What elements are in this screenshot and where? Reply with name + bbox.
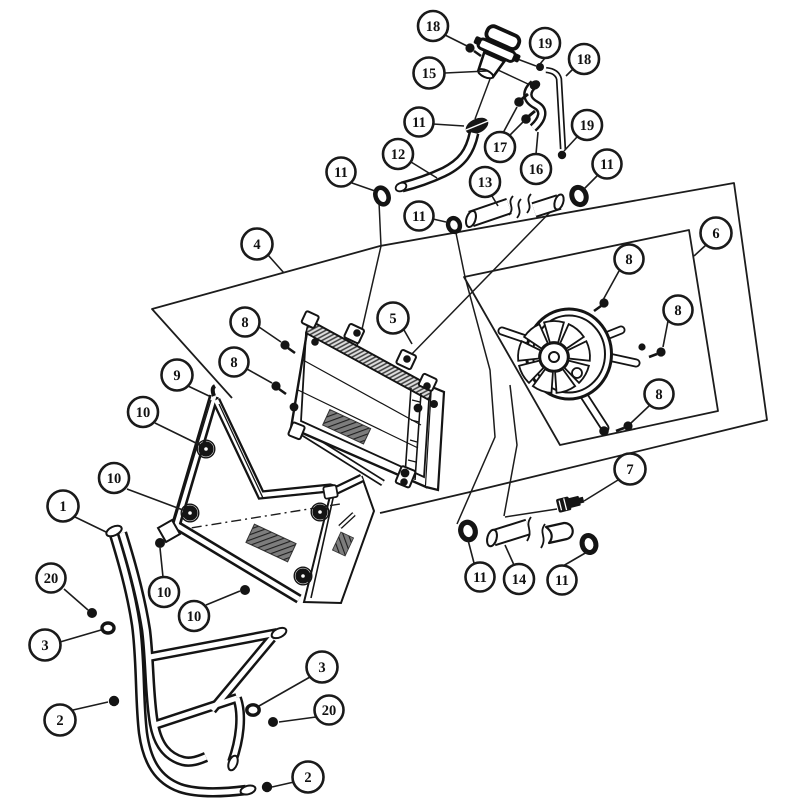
svg-text:10: 10 <box>136 405 151 421</box>
svg-text:18: 18 <box>426 19 441 35</box>
svg-text:8: 8 <box>230 355 237 371</box>
svg-text:11: 11 <box>412 115 426 131</box>
svg-text:11: 11 <box>334 165 348 181</box>
svg-text:16: 16 <box>529 162 544 178</box>
svg-text:20: 20 <box>322 703 337 719</box>
svg-text:11: 11 <box>555 573 569 589</box>
svg-text:13: 13 <box>478 175 493 191</box>
svg-text:11: 11 <box>412 209 426 225</box>
svg-text:8: 8 <box>655 387 662 403</box>
svg-text:3: 3 <box>41 638 48 654</box>
svg-text:19: 19 <box>538 36 553 52</box>
svg-text:8: 8 <box>241 315 248 331</box>
svg-text:6: 6 <box>712 226 719 242</box>
svg-text:9: 9 <box>173 368 180 384</box>
svg-text:20: 20 <box>44 571 59 587</box>
svg-text:11: 11 <box>600 157 614 173</box>
svg-text:8: 8 <box>625 252 632 268</box>
svg-text:12: 12 <box>391 147 406 163</box>
svg-text:10: 10 <box>187 609 202 625</box>
svg-text:19: 19 <box>580 118 595 134</box>
svg-text:7: 7 <box>626 462 633 478</box>
svg-text:11: 11 <box>473 570 487 586</box>
svg-text:3: 3 <box>318 660 325 676</box>
svg-text:4: 4 <box>253 237 260 253</box>
svg-text:10: 10 <box>107 471 122 487</box>
svg-text:17: 17 <box>493 140 508 156</box>
svg-text:14: 14 <box>512 572 527 588</box>
svg-text:15: 15 <box>422 66 437 82</box>
svg-text:18: 18 <box>577 52 592 68</box>
svg-text:2: 2 <box>304 770 311 786</box>
svg-text:5: 5 <box>389 311 396 327</box>
svg-text:2: 2 <box>56 713 63 729</box>
svg-text:1: 1 <box>59 499 66 515</box>
svg-text:10: 10 <box>157 585 172 601</box>
svg-text:8: 8 <box>674 303 681 319</box>
